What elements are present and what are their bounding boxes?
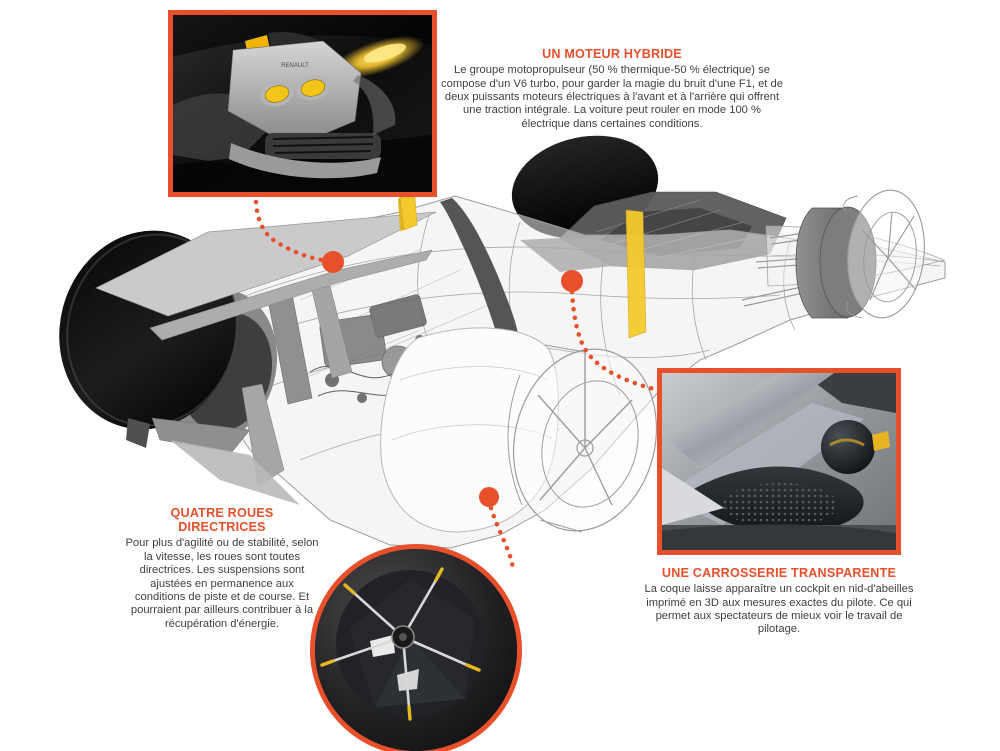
callout-bodywork: UNE CARROSSERIE TRANSPARENTE La coque la… — [637, 566, 921, 637]
callout-dot-bodywork — [561, 270, 583, 292]
leader-line-engine — [253, 199, 325, 263]
rear-wheel-wireframe — [507, 344, 658, 533]
renault-logo-text: RENAULT — [281, 63, 309, 69]
leader-line-bodywork — [569, 289, 657, 392]
callout-bodywork-body: La coque laisse apparaître un cockpit en… — [644, 583, 914, 636]
rear-wing — [95, 211, 437, 405]
callout-bodywork-title: UNE CARROSSERIE TRANSPARENTE — [661, 566, 897, 580]
callout-engine-body: Le groupe motopropulseur (50 % thermique… — [441, 64, 783, 130]
front-wheels — [795, 189, 925, 319]
leader-line-wheel — [488, 505, 516, 571]
roll-hoop — [440, 198, 518, 338]
engine-inset-photo: RENAULT — [168, 10, 437, 197]
callout-dot-engine — [322, 251, 344, 273]
callout-engine: UN MOTEUR HYBRIDE Le groupe motopropulse… — [440, 47, 784, 131]
wheel-inset-photo — [310, 544, 522, 751]
cockpit-inset-photo — [657, 368, 901, 555]
diffuser-fins — [126, 383, 300, 505]
callout-dot-wheel — [479, 487, 499, 507]
callout-leaders — [253, 199, 657, 571]
callout-engine-title: UN MOTEUR HYBRIDE — [542, 47, 682, 61]
electric-motor-markers — [398, 196, 647, 339]
callout-wheels-body: Pour plus d'agilité ou de stabilité, sel… — [125, 537, 319, 630]
